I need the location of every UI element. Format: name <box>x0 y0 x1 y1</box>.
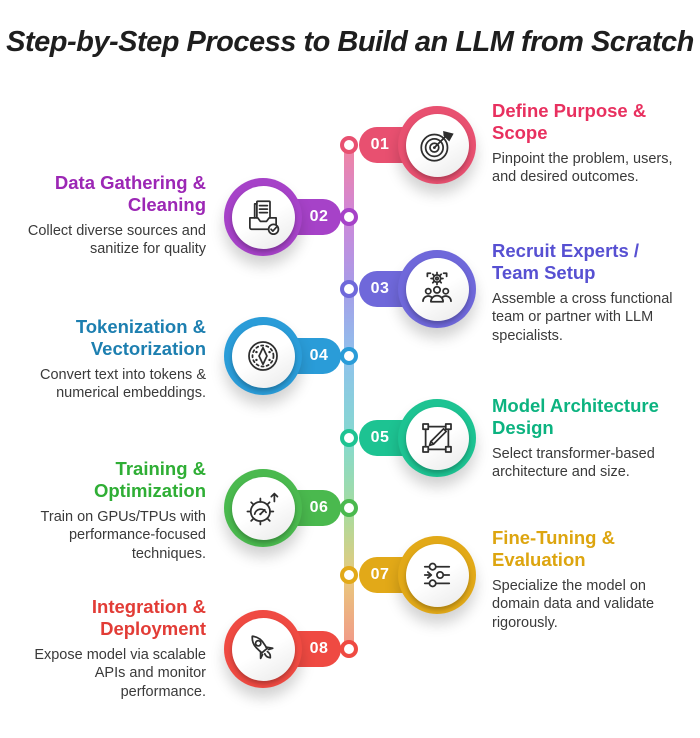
step-7-text: Fine-Tuning & Evaluation Specialize the … <box>492 527 680 632</box>
step-4-number: 04 <box>309 347 329 364</box>
step-2-description: Collect diverse sources and sanitize for… <box>27 222 206 258</box>
step-2-badge <box>224 178 302 256</box>
rocket-icon <box>251 635 274 660</box>
step-3-title: Recruit Experts / Team Setup <box>492 240 640 283</box>
step-6-number: 06 <box>309 499 329 516</box>
step-7-number: 07 <box>370 566 390 583</box>
step-6-badge <box>224 469 302 547</box>
step-3-number: 03 <box>370 280 390 297</box>
step-5-description: Select transformer-based architecture an… <box>492 445 655 481</box>
step-7-description: Specialize the model on domain data and … <box>492 577 655 631</box>
step-2-title: Data Gathering & Cleaning <box>54 172 206 215</box>
step-5-badge <box>398 399 476 477</box>
sliders-icon <box>423 562 451 588</box>
compass-diamond-icon <box>248 341 278 371</box>
timeline-node-4 <box>340 347 358 365</box>
step-5-title: Model Architecture Design <box>492 395 659 438</box>
design-frame-pencil-icon <box>422 423 452 453</box>
page-title: Step-by-Step Process to Build an LLM fro… <box>6 26 694 58</box>
timeline-node-6 <box>340 499 358 517</box>
gear-gauge-arrow-icon <box>246 492 279 526</box>
timeline-node-5 <box>340 429 358 447</box>
step-4-title: Tokenization & Vectorization <box>75 316 206 359</box>
step-8-number: 08 <box>309 640 329 657</box>
step-3-badge <box>398 250 476 328</box>
step-8-title: Integration & Deployment <box>91 596 206 639</box>
step-6-text: Training & Optimization Train on GPUs/TP… <box>6 458 206 563</box>
step-1-description: Pinpoint the problem, users, and desired… <box>492 150 673 186</box>
step-2-number: 02 <box>309 208 329 225</box>
step-2-text: Data Gathering & Cleaning Collect divers… <box>6 172 206 259</box>
step-8-text: Integration & Deployment Expose model vi… <box>6 596 206 701</box>
document-tray-check-icon <box>249 200 280 236</box>
timeline-bar <box>344 144 354 654</box>
step-5-text: Model Architecture Design Select transfo… <box>492 395 680 482</box>
timeline-node-3 <box>340 280 358 298</box>
step-4-description: Convert text into tokens & numerical emb… <box>39 366 206 402</box>
step-1-text: Define Purpose & Scope Pinpoint the prob… <box>492 100 680 187</box>
step-3-text: Recruit Experts / Team Setup Assemble a … <box>492 240 680 345</box>
step-1-number: 01 <box>370 136 390 153</box>
step-5-number: 05 <box>370 429 390 446</box>
team-gear-icon <box>422 271 452 303</box>
step-4-badge <box>224 317 302 395</box>
timeline-node-8 <box>340 640 358 658</box>
step-3-description: Assemble a cross functional team or part… <box>492 290 673 344</box>
timeline-node-7 <box>340 566 358 584</box>
timeline-node-1 <box>340 136 358 154</box>
timeline-node-2 <box>340 208 358 226</box>
step-1-title: Define Purpose & Scope <box>492 100 647 143</box>
step-1-badge <box>398 106 476 184</box>
step-7-title: Fine-Tuning & Evaluation <box>492 527 615 570</box>
step-8-description: Expose model via scalable APIs and monit… <box>34 646 206 700</box>
step-6-description: Train on GPUs/TPUs with performance-focu… <box>40 508 206 562</box>
step-6-title: Training & Optimization <box>93 458 206 501</box>
step-4-text: Tokenization & Vectorization Convert tex… <box>6 316 206 403</box>
step-8-badge <box>224 610 302 688</box>
target-dart-icon <box>420 131 454 162</box>
step-7-badge <box>398 536 476 614</box>
